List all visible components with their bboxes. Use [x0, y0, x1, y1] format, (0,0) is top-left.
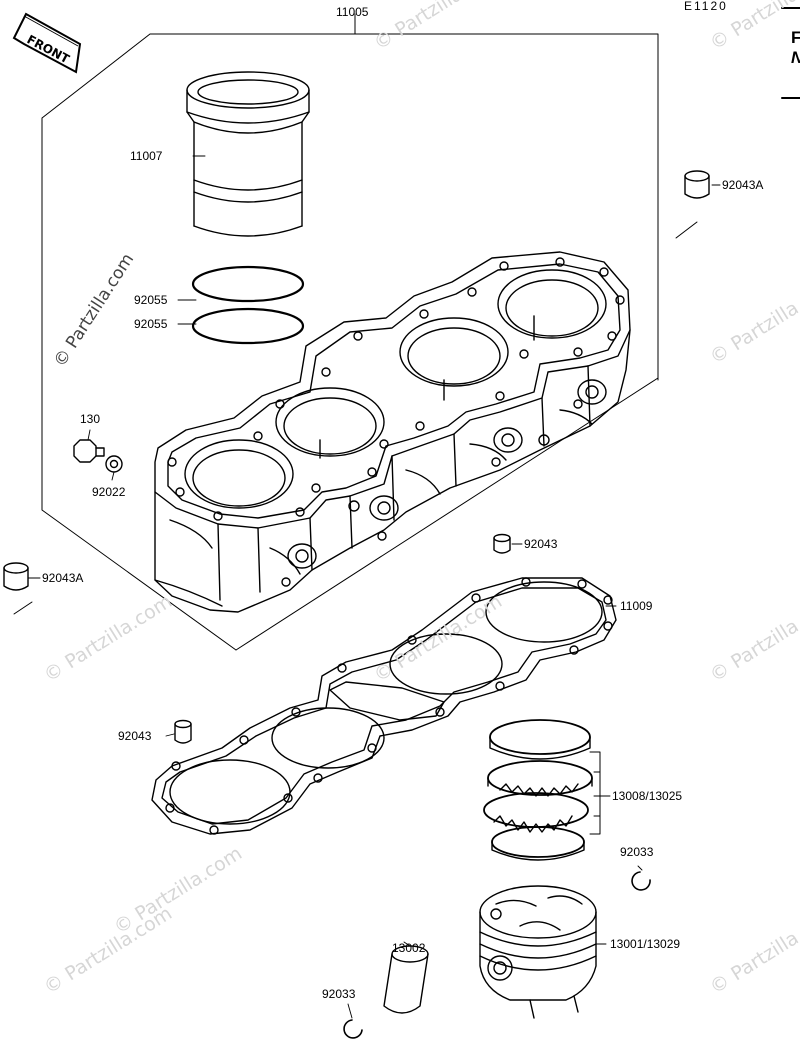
- cylinder-block: [154, 251, 631, 613]
- part-label-92043A-top[interactable]: 92043A: [722, 178, 764, 192]
- part-label-92043A-left[interactable]: 92043A: [42, 571, 84, 585]
- part-label-92033-left[interactable]: 92033: [322, 987, 356, 1001]
- part-label-13008-13025[interactable]: 13008/13025: [612, 789, 683, 803]
- part-label-92033-right[interactable]: 92033: [620, 845, 654, 859]
- ring-92055-lower: [191, 307, 305, 345]
- diagram-code: E1120: [684, 0, 728, 13]
- ring-92055-upper: [191, 265, 305, 303]
- part-label-11009[interactable]: 11009: [620, 599, 653, 613]
- circlip-92033-left: [343, 1019, 363, 1039]
- part-label-92055-lower[interactable]: 92055: [134, 317, 168, 331]
- part-label-11005[interactable]: 11005: [336, 5, 369, 19]
- piston-13001: [479, 885, 597, 1019]
- part-label-11007[interactable]: 11007: [130, 149, 163, 163]
- part-label-13001-13029[interactable]: 13001/13029: [610, 937, 681, 951]
- cylinder-sleeve-11007: [186, 71, 310, 237]
- part-label-92043-mid[interactable]: 92043: [524, 537, 558, 551]
- part-label-13002[interactable]: 13002: [392, 941, 426, 955]
- part-label-130[interactable]: 130: [80, 412, 101, 426]
- part-label-92055-upper[interactable]: 92055: [134, 293, 168, 307]
- part-label-92022[interactable]: 92022: [92, 485, 126, 499]
- circlip-92033-right: [631, 871, 651, 891]
- front-arrow-icon: FRONT: [12, 12, 82, 74]
- dowel-92043-mid: [493, 533, 511, 554]
- dowel-92043A-left: [3, 562, 29, 591]
- edge-letter-1: F: [791, 28, 800, 47]
- head-gasket-11009: [151, 577, 617, 835]
- edge-letter-2: N: [791, 49, 800, 66]
- piston-ring-set: [483, 719, 601, 861]
- washer-92022: [105, 455, 123, 473]
- dowel-92043A-top: [684, 170, 710, 199]
- dowel-92043-low: [174, 719, 192, 744]
- assembly-boundary: [41, 33, 659, 651]
- part-label-92043-low[interactable]: 92043: [118, 729, 152, 743]
- bolt-130: [73, 439, 105, 463]
- piston-pin-13002: [383, 945, 429, 1014]
